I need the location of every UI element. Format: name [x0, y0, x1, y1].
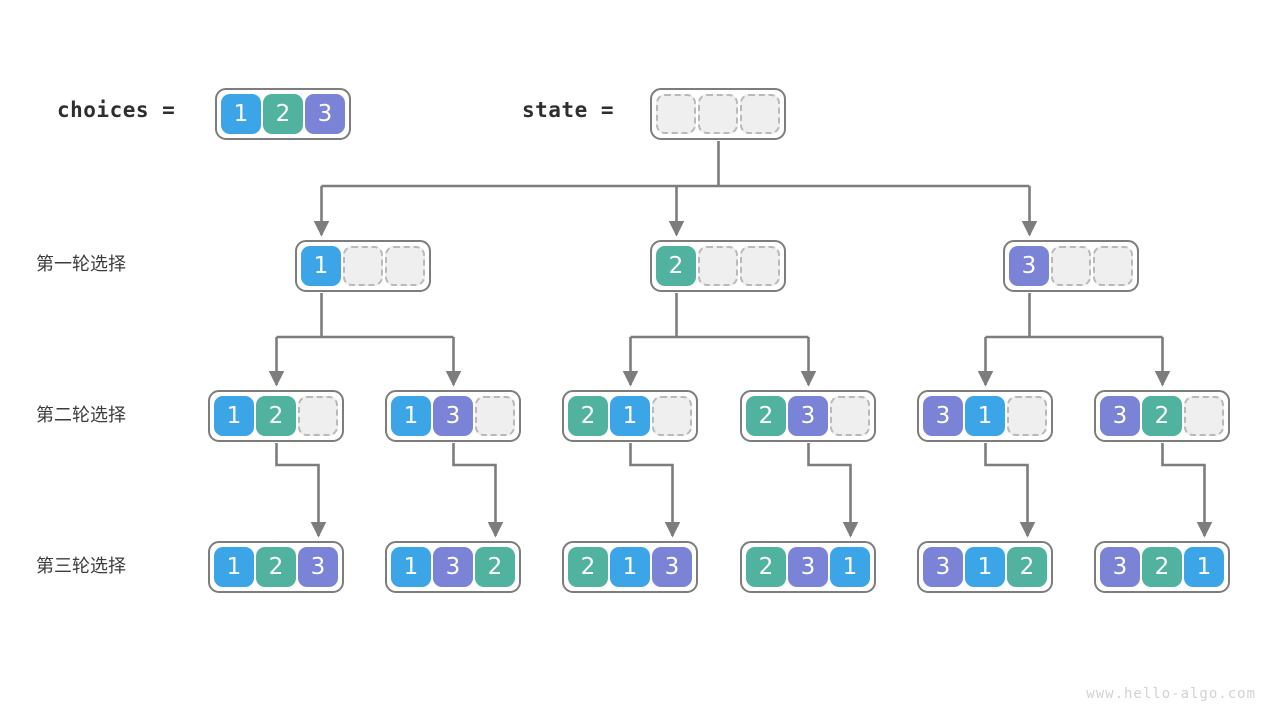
array-cell-filled: 1	[221, 94, 261, 134]
state-label: state =	[522, 98, 615, 122]
array-cell-filled: 3	[788, 547, 828, 587]
array-cell-filled: 2	[263, 94, 303, 134]
array-cell-empty	[1093, 246, 1133, 286]
array-cell-filled: 1	[830, 547, 870, 587]
array-cell-filled: 2	[1142, 547, 1182, 587]
array-cell-filled: 1	[391, 547, 431, 587]
array-cell-filled: 1	[965, 396, 1005, 436]
connector-arrow	[629, 443, 681, 538]
array-cell-filled: 3	[923, 547, 963, 587]
array-cell-filled: 3	[1100, 547, 1140, 587]
connector-arrow	[452, 443, 504, 538]
connector-arrow	[275, 443, 327, 538]
array-cell-filled: 2	[256, 547, 296, 587]
array-cell-empty	[385, 246, 425, 286]
array-cell-empty	[343, 246, 383, 286]
array-cell-filled: 1	[610, 396, 650, 436]
connector-arrow	[807, 443, 859, 538]
row-label-round-2: 第二轮选择	[36, 405, 126, 426]
array-cell-filled: 2	[656, 246, 696, 286]
state-array	[650, 88, 786, 140]
array-cell-empty	[698, 94, 738, 134]
array-cell-filled: 3	[298, 547, 338, 587]
array-cell-empty	[1184, 396, 1224, 436]
array-cell-empty	[298, 396, 338, 436]
row-label-round-1: 第一轮选择	[36, 254, 126, 275]
array-cell-empty	[830, 396, 870, 436]
array-cell-empty	[656, 94, 696, 134]
array-cell-empty	[1007, 396, 1047, 436]
array-cell-filled: 3	[1009, 246, 1049, 286]
array-cell-filled: 2	[475, 547, 515, 587]
array-cell-empty	[475, 396, 515, 436]
tree-node-level1-2: 3	[1003, 240, 1139, 292]
array-cell-filled: 1	[965, 547, 1005, 587]
array-cell-filled: 1	[301, 246, 341, 286]
array-cell-filled: 3	[433, 396, 473, 436]
array-cell-filled: 3	[923, 396, 963, 436]
array-cell-empty	[740, 94, 780, 134]
array-cell-filled: 1	[610, 547, 650, 587]
array-cell-filled: 1	[391, 396, 431, 436]
array-cell-filled: 2	[746, 547, 786, 587]
array-cell-filled: 2	[568, 396, 608, 436]
row-label-round-3: 第三轮选择	[36, 556, 126, 577]
array-cell-filled: 3	[305, 94, 345, 134]
array-cell-filled: 3	[788, 396, 828, 436]
array-cell-filled: 2	[746, 396, 786, 436]
array-cell-filled: 1	[214, 547, 254, 587]
array-cell-empty	[740, 246, 780, 286]
tree-node-level1-1: 2	[650, 240, 786, 292]
array-cell-empty	[652, 396, 692, 436]
connector-arrow	[984, 443, 1036, 538]
watermark: www.hello-algo.com	[1086, 686, 1256, 702]
array-cell-filled: 2	[1142, 396, 1182, 436]
tree-node-level1-0: 1	[295, 240, 431, 292]
array-cell-filled: 3	[652, 547, 692, 587]
array-cell-filled: 3	[1100, 396, 1140, 436]
connector-arrow	[1161, 443, 1213, 538]
array-cell-filled: 3	[433, 547, 473, 587]
array-cell-filled: 1	[1184, 547, 1224, 587]
array-cell-filled: 2	[256, 396, 296, 436]
array-cell-empty	[1051, 246, 1091, 286]
array-cell-empty	[698, 246, 738, 286]
array-cell-filled: 2	[568, 547, 608, 587]
array-cell-filled: 1	[214, 396, 254, 436]
choices-label: choices =	[57, 98, 176, 122]
array-cell-filled: 2	[1007, 547, 1047, 587]
